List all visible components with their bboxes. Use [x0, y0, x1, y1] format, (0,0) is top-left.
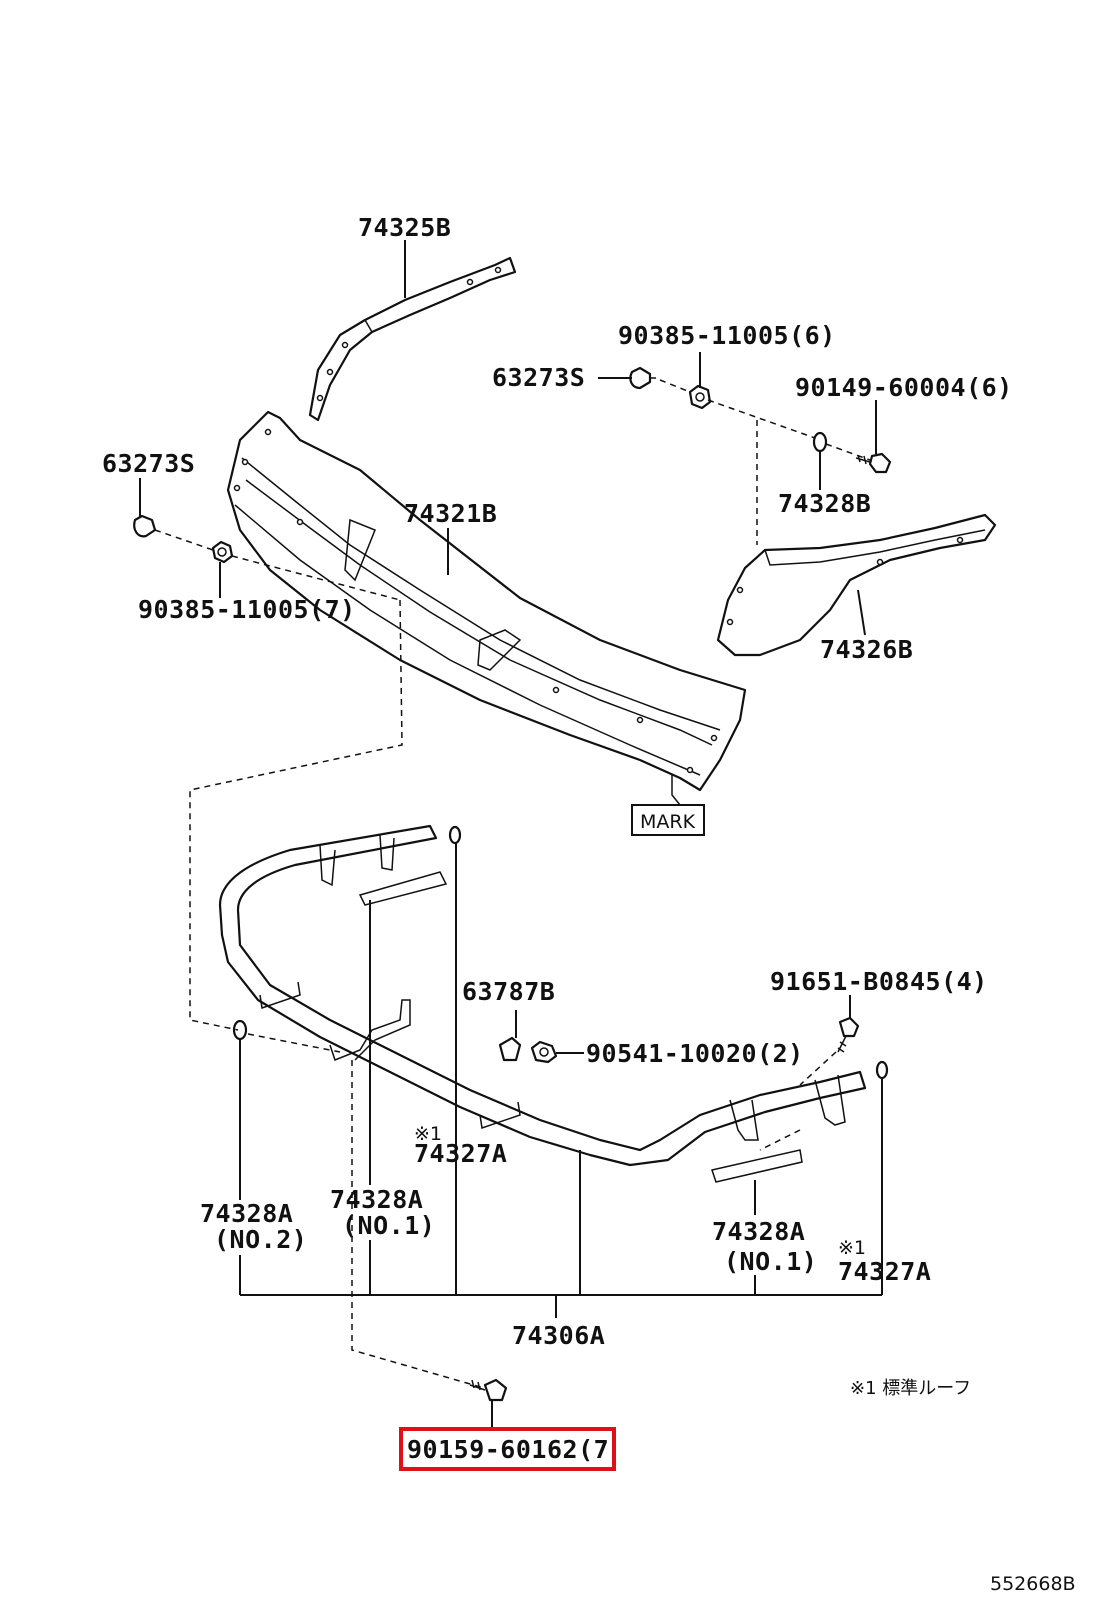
- label-90541-10020-2: 90541-10020(2): [586, 1039, 804, 1068]
- nut-90385-top[interactable]: [688, 384, 712, 410]
- leader-lines-top: [139, 240, 877, 636]
- label-90149-60004-6: 90149-60004(6): [795, 373, 1013, 402]
- label-74321B: 74321B: [404, 499, 497, 528]
- label-74306A: 74306A: [512, 1321, 605, 1350]
- label-74328A-no1-a: 74328A: [330, 1185, 423, 1214]
- leader-lines-bottom: [189, 599, 883, 1428]
- highlight-box: [399, 1427, 616, 1471]
- label-74327A-a: 74327A: [414, 1139, 507, 1168]
- note-marker-1b: ※1: [838, 1237, 866, 1259]
- washer-74328A-no2[interactable]: [232, 1019, 248, 1041]
- diagram-id: 552668B: [990, 1573, 1076, 1595]
- label-no2: (NO.2): [214, 1225, 307, 1254]
- highlighted-part-90159[interactable]: 90159-60162(7: [399, 1427, 616, 1471]
- note-marker-1a: ※1: [414, 1123, 442, 1145]
- label-63787B: 63787B: [462, 977, 555, 1006]
- label-63273S-left: 63273S: [102, 449, 195, 478]
- mark-callout: MARK: [631, 775, 705, 836]
- screw-90149[interactable]: [855, 452, 892, 474]
- nut-90385-left[interactable]: [211, 540, 234, 564]
- part-74326B-shape[interactable]: [716, 513, 997, 657]
- washer-74328B[interactable]: [812, 431, 828, 453]
- clip-63273S-top[interactable]: [629, 366, 656, 390]
- label-no1-b: (NO.1): [724, 1247, 817, 1276]
- bolt-91651[interactable]: [837, 1016, 860, 1053]
- footnote: ※1 標準ルーフ: [850, 1378, 971, 1399]
- part-74325B-shape[interactable]: [308, 256, 517, 422]
- label-74327A-b: 74327A: [838, 1257, 931, 1286]
- label-74328A-no1-b: 74328A: [712, 1217, 805, 1246]
- part-74306A-frame[interactable]: [218, 824, 867, 1183]
- pad-63787B[interactable]: [498, 1036, 522, 1062]
- label-90385-11005-6: 90385-11005(6): [618, 321, 836, 350]
- clip-63273S-left[interactable]: [133, 514, 157, 538]
- label-74325B: 74325B: [358, 213, 451, 242]
- label-91651-B0845-4: 91651-B0845(4): [770, 967, 988, 996]
- label-90159-60162-7: 90159-60162(7: [407, 1435, 609, 1464]
- part-74321B-shape[interactable]: [226, 410, 747, 792]
- label-74328B: 74328B: [778, 489, 871, 518]
- screw-90159[interactable]: [469, 1378, 508, 1402]
- mark-text: MARK: [640, 811, 696, 833]
- seal-74327A-left[interactable]: [448, 825, 462, 845]
- label-63273S-top: 63273S: [492, 363, 585, 392]
- seal-74327A-right[interactable]: [875, 1060, 889, 1080]
- label-74326B: 74326B: [820, 635, 913, 664]
- nut-90541[interactable]: [530, 1040, 558, 1064]
- label-no1-a: (NO.1): [342, 1211, 435, 1240]
- label-90385-11005-7: 90385-11005(7): [138, 595, 356, 624]
- label-74328A-no2: 74328A: [200, 1199, 293, 1228]
